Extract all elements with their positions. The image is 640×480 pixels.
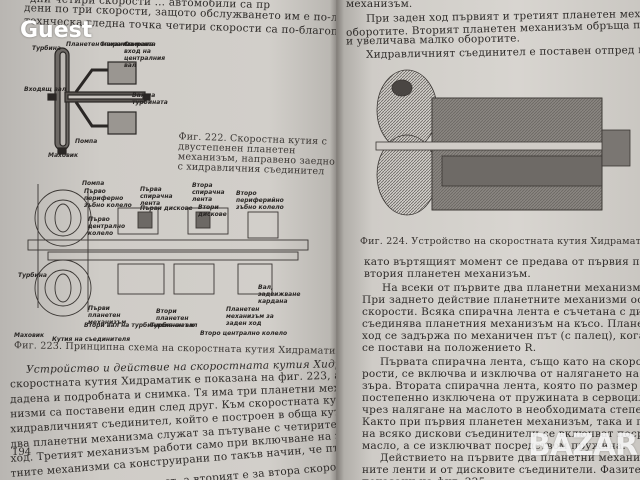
right-page: механизъм. При заден ход първият и трети… (336, 0, 640, 480)
figure-223-diagram (27, 184, 309, 317)
text-line: показани на фиг. 225. (362, 476, 489, 480)
figure-label: Втори планетен механизъм (156, 308, 195, 329)
figure-label: Входящ вал (24, 86, 67, 93)
text-line: зъра. Втората спирачна лента, която по р… (362, 380, 640, 392)
text-line: На всеки от първите два планетни механиз… (382, 282, 640, 294)
figure-label: Планетен механизъм (66, 41, 140, 48)
figure-label: Първи дискове (140, 205, 193, 212)
bazar-watermark-logo: BAZAR (528, 428, 638, 463)
text-line: При заднето действие планетните механизм… (362, 294, 640, 306)
figure-224-illustration (375, 69, 631, 216)
figure-label: Помпа (75, 138, 98, 145)
text-line: съединява планетния механизъм на късо. П… (362, 318, 640, 330)
text-line: на всяко дискови съединители се включват… (362, 428, 640, 440)
book-gutter (330, 0, 344, 480)
figure-label: Второ централно колело (200, 330, 288, 337)
figure-label: Втори вал на турбина (84, 322, 160, 329)
text-line: постепенно изключена от пружината в серв… (362, 392, 640, 404)
figure-label: Второ периферийно зъбно колело (236, 190, 284, 211)
figure-label: Вал, задвижване кардана (258, 284, 301, 305)
text-line: чрез налягане на маслото в необходимата … (362, 404, 640, 416)
figure-222-caption: Фиг. 222. Скоростна кутия с двустепенен … (177, 131, 336, 178)
figure-label: Кутия на съединителя (52, 336, 131, 343)
figure-label: Планетен механизъм за заден ход (226, 306, 274, 327)
figure-222-diagram (47, 47, 151, 155)
guest-watermark: Guest (20, 18, 93, 43)
left-page: дни четири скорости ... автомобили са пр… (0, 0, 336, 480)
text-line: втория планетен механизъм. (364, 268, 531, 280)
figure-label: Помпа (82, 180, 105, 187)
figure-label: Първо периферно зъбно колело (84, 188, 132, 209)
figure-label: Маховик (48, 152, 79, 159)
figure-224-caption: Фиг. 224. Устройство на скоростната кути… (360, 236, 640, 247)
figure-label: Спиране вход на централния вал (124, 41, 166, 69)
text-line: Както при първия планетен механизъм, так… (362, 416, 640, 428)
figure-label: Спирачна лента (100, 41, 156, 48)
figure-label: Турбинен вал (150, 322, 198, 329)
figure-label: Вал на турбината (132, 92, 168, 106)
text-line: механизъм. (346, 0, 413, 10)
figure-label: Втори дискове (198, 204, 227, 218)
figure-label: Първи планетен механизъм (88, 305, 127, 326)
text-line: се постави на положението R. (362, 342, 537, 354)
text-line: рости, се включва и изключва от налягане… (362, 368, 640, 380)
text-line: масло, а се изключват посредством пружин… (362, 440, 626, 452)
text-line: като въртящият момент се предава от първ… (364, 256, 640, 268)
figure-label: Маховик (14, 332, 45, 339)
figure-label: Турбина (18, 272, 47, 279)
figure-label: Първо централно колело (88, 216, 126, 237)
text-line: Действието на първите два планетни механ… (380, 452, 640, 464)
page-number: 194 (12, 447, 32, 458)
text-line: и увеличава малко оборотите. (345, 32, 521, 48)
text-line: ход се задържа по механичен път (с палец… (362, 330, 640, 342)
text-line: ните ленти и от дисковите съединители. Ф… (362, 464, 640, 476)
figure-label: Турбина (32, 45, 61, 52)
figure-label: Втора спирачна лента (192, 182, 225, 203)
text-line: скорости. Всяка спирачна лента е съчетан… (362, 306, 640, 318)
figure-223-caption: Фиг. 223. Принципна схема на скоростната… (13, 340, 336, 357)
figure-label: Първа спирачна лента (140, 186, 173, 207)
text-line: Първата спирачна лента, също като на ско… (380, 356, 640, 368)
